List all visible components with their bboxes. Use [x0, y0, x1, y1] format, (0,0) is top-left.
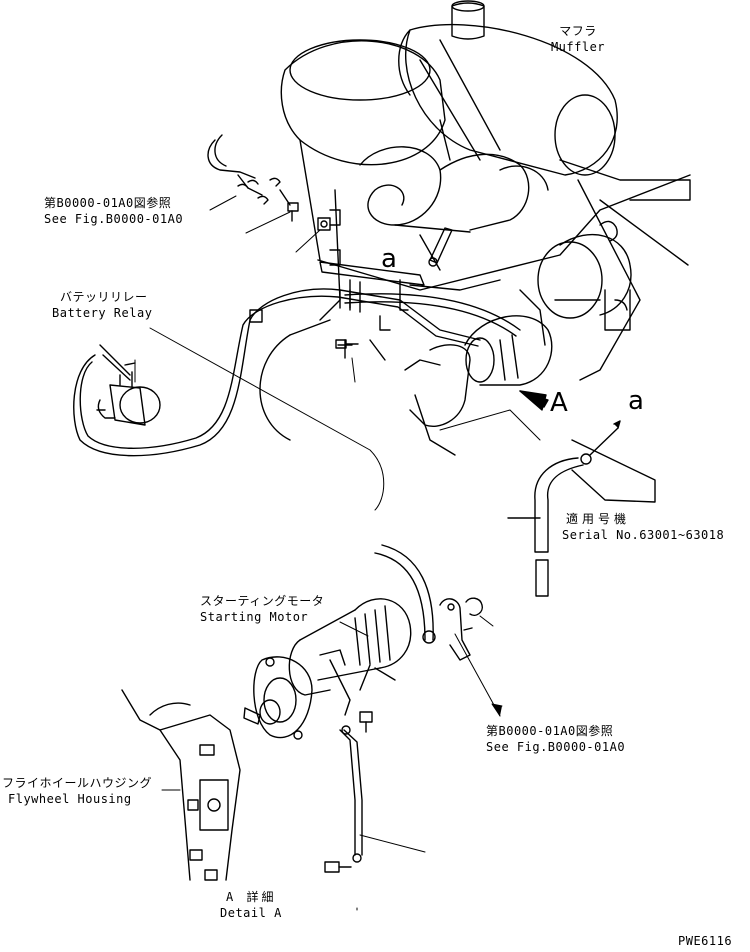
connector-drawing — [207, 134, 331, 231]
drawing-code: PWE6116 — [678, 934, 733, 948]
see-fig-top-label-jp: 第B0000-01A0図参照 — [44, 196, 172, 210]
leader-lines-bottom — [161, 615, 503, 911]
detail-starter-motor-drawing — [288, 598, 412, 716]
serial-label-jp: 適用号機 — [566, 512, 631, 526]
marker-a-serial: a — [628, 386, 645, 416]
wiring-harness — [73, 288, 521, 457]
battery-relay-drawing — [96, 362, 161, 426]
serial-label-en: Serial No.63001~63018 — [562, 528, 725, 542]
air-cleaner-drawing — [280, 39, 451, 261]
detail-cable-drawing — [374, 544, 436, 644]
detail-ground-cable-drawing — [324, 711, 373, 873]
engine-starter-drawing — [404, 315, 553, 456]
engine-flywheel-drawing — [259, 319, 386, 441]
detail-terminal-drawing — [439, 597, 483, 661]
marker-A-view: A — [550, 388, 569, 418]
muffler-label-en: Muffler — [550, 40, 606, 54]
bracket-drawing — [319, 227, 453, 313]
marker-a-engine: a — [381, 244, 398, 274]
starting-motor-label-jp: スターティングモータ — [200, 594, 325, 608]
starting-motor-label-en: Starting Motor — [200, 610, 309, 624]
detail-pinion-drawing — [243, 656, 313, 740]
bolt-drawing — [335, 339, 359, 349]
leader-lines-top — [134, 195, 541, 511]
serial-detail-drawing — [507, 420, 656, 597]
engine-block-drawing — [317, 159, 691, 381]
see-fig-bottom-label-jp: 第B0000-01A0図参照 — [486, 724, 614, 738]
muffler-label-jp: マフラ — [559, 24, 597, 38]
flywheel-label-en: Flywheel Housing — [8, 792, 132, 806]
detail-a-label-en: Detail A — [220, 906, 282, 920]
battery-relay-label-en: Battery Relay — [52, 306, 153, 320]
alternator-drawing — [537, 220, 632, 331]
see-fig-top-label-en: See Fig.B0000-01A0 — [44, 212, 184, 226]
flywheel-label-jp: フライホイールハウジング — [2, 776, 153, 790]
see-fig-bottom-label-en: See Fig.B0000-01A0 — [486, 740, 626, 754]
battery-relay-label-jp: バテッリリレー — [60, 290, 148, 304]
muffler-drawing — [398, 0, 618, 176]
detail-a-label-jp: A 詳細 — [226, 890, 277, 904]
detail-flywheel-housing-drawing — [121, 689, 241, 881]
view-arrow-a — [519, 390, 549, 411]
